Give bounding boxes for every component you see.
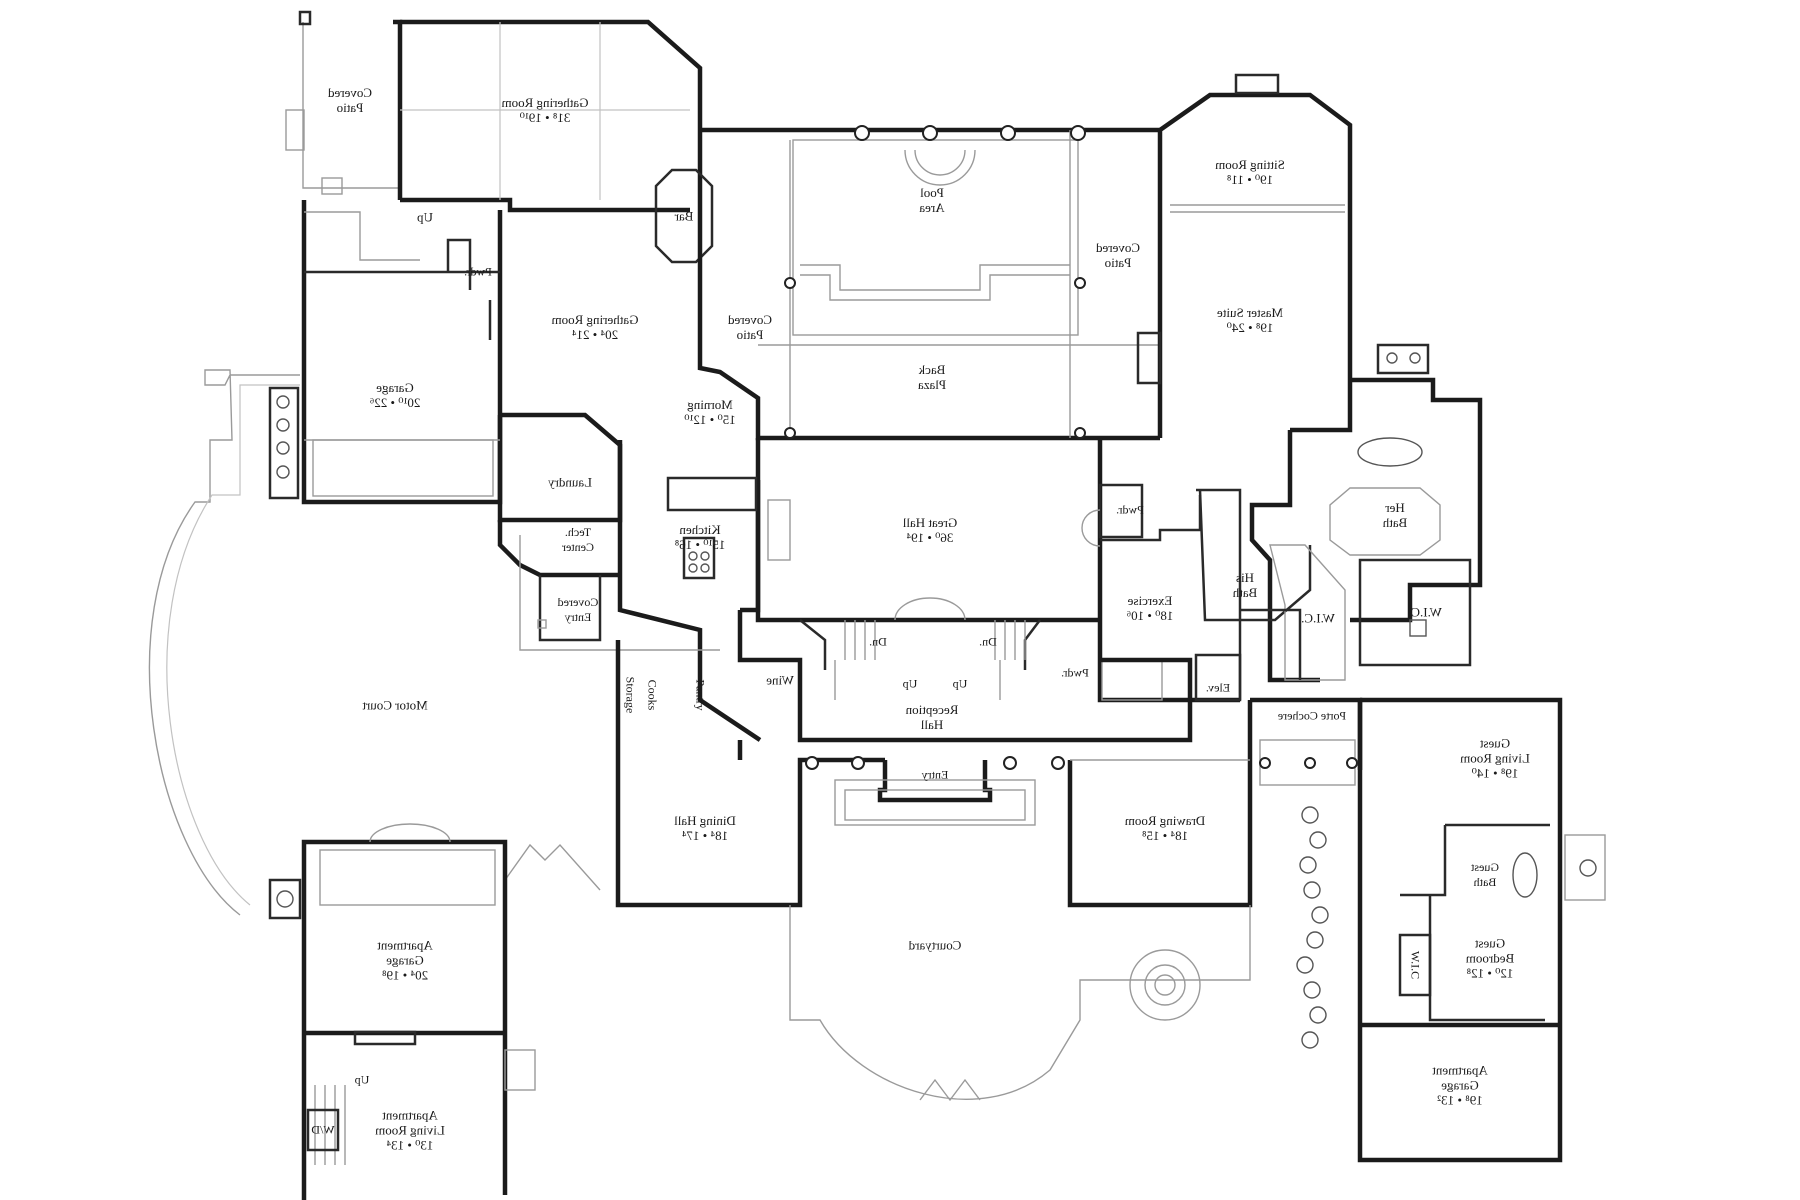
room-storage: Storage bbox=[623, 676, 638, 714]
room-elev: Elev. bbox=[1205, 680, 1231, 695]
room-covered-patio-east: Covered Patio bbox=[1095, 240, 1141, 270]
courtyard-outline bbox=[789, 905, 1251, 1102]
gathering-room-upper-walls bbox=[400, 19, 703, 255]
room-wd: W/D bbox=[311, 1122, 335, 1137]
guest-wing-walls bbox=[1357, 697, 1606, 1163]
room-her-bath: Her Bath bbox=[1382, 500, 1408, 530]
drawing-room-walls bbox=[1067, 700, 1253, 908]
room-dn-right: Dn. bbox=[979, 634, 997, 649]
room-tech-center: Tech. Center bbox=[562, 525, 594, 554]
bar-walls bbox=[654, 168, 714, 264]
room-pwdr-south: Pwdr. bbox=[1061, 665, 1089, 680]
entry-steps bbox=[834, 756, 1065, 826]
garage-main-walls bbox=[301, 200, 503, 505]
room-up-right: Up bbox=[952, 676, 968, 691]
room-porte-cochere: Porte Cochere bbox=[1277, 708, 1347, 723]
room-wic-her: W.I.C. bbox=[1408, 604, 1442, 620]
room-up-left: Up bbox=[902, 676, 918, 691]
room-entry: Entry bbox=[921, 767, 949, 782]
room-covered-patio-west: Covered Patio bbox=[727, 312, 773, 342]
room-wic-his: W.I.C. bbox=[1301, 610, 1335, 626]
room-pool-area: Pool Area bbox=[919, 185, 945, 215]
room-wine: Wine bbox=[766, 672, 794, 688]
room-motor-court: Motor Court bbox=[362, 697, 428, 713]
room-his-bath: His Bath bbox=[1232, 570, 1258, 600]
room-pwdr-center: Pwdr. bbox=[1116, 502, 1144, 517]
room-laundry: Laundry bbox=[547, 474, 593, 490]
room-dn-left: Dn. bbox=[869, 634, 887, 649]
pool-columns bbox=[784, 125, 1086, 439]
room-courtyard: Courtyard bbox=[908, 937, 962, 953]
apartment-garage-west-walls bbox=[268, 823, 508, 1200]
motor-court-edge bbox=[148, 369, 601, 916]
room-back-plaza: Back Plaza bbox=[917, 362, 947, 392]
master-suite-walls bbox=[1136, 73, 1353, 438]
dining-hall-walls bbox=[615, 640, 885, 908]
room-up-apartment: Up bbox=[354, 1072, 370, 1087]
room-cooks: Cooks bbox=[645, 679, 660, 711]
room-guest-bath: Guest Bath bbox=[1471, 860, 1499, 889]
apartment-living-room-walls bbox=[304, 1030, 536, 1165]
kitchen-walls bbox=[617, 440, 762, 742]
garden-path bbox=[1296, 806, 1329, 1049]
room-pwdr-nw: Pwdr. bbox=[464, 264, 492, 279]
reception-hall-walls bbox=[737, 610, 1193, 743]
room-pantry: Pantry bbox=[693, 679, 708, 711]
room-up-stair-nw: Up bbox=[417, 209, 433, 225]
room-bar: Bar bbox=[674, 208, 694, 224]
room-covered-patio-nw: Covered Patio bbox=[327, 85, 373, 115]
master-bath-walls bbox=[1198, 343, 1483, 683]
room-reception-hall: Reception Hall bbox=[905, 702, 959, 732]
exercise-walls bbox=[1097, 438, 1302, 703]
room-wic-guest: W.I.C bbox=[1408, 950, 1423, 980]
room-covered-entry: Covered Entry bbox=[557, 595, 599, 624]
